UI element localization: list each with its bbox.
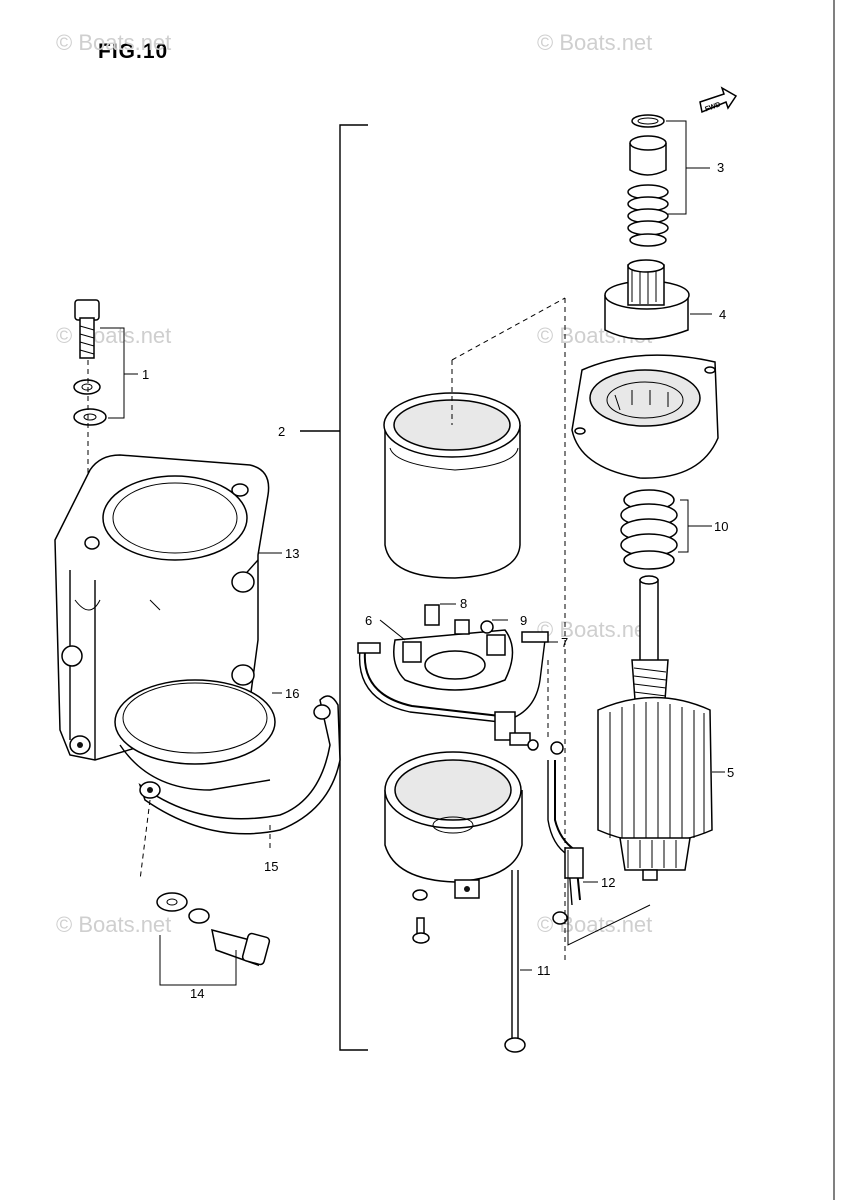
callout-14: 14 <box>190 986 204 1001</box>
callout-8: 8 <box>460 596 467 611</box>
callout-12: 12 <box>601 875 615 890</box>
armature <box>597 575 725 881</box>
callout-2: 2 <box>278 424 285 439</box>
assembly-bracket <box>300 124 368 1051</box>
callout-7: 7 <box>561 635 568 650</box>
callout-4: 4 <box>719 307 726 322</box>
front-housing <box>571 354 719 479</box>
through-bolt <box>504 870 532 1053</box>
yoke-cylinder <box>383 297 566 579</box>
callout-3: 3 <box>717 160 724 175</box>
bolt-washer-set <box>73 299 138 540</box>
brush-holder <box>357 603 558 751</box>
watermark: © Boats.net <box>537 617 653 642</box>
watermark: © Boats.net <box>56 30 172 55</box>
callout-5: 5 <box>727 765 734 780</box>
strap <box>138 695 341 850</box>
watermark: © Boats.net <box>56 912 172 937</box>
callout-1: 1 <box>142 367 149 382</box>
callout-10: 10 <box>714 519 728 534</box>
lower-bolt-set <box>139 799 271 986</box>
callout-6: 6 <box>365 613 372 628</box>
callout-9: 9 <box>520 613 527 628</box>
figure-title: FIG.10 <box>98 40 169 63</box>
end-frame <box>384 751 523 944</box>
spring-stack <box>620 489 712 570</box>
callout-13: 13 <box>285 546 299 561</box>
pinion-gear <box>604 259 712 340</box>
fwd-arrow-icon: FWD <box>699 86 738 113</box>
watermark: © Boats.net <box>56 323 172 348</box>
clamp-band <box>114 679 282 791</box>
callout-15: 15 <box>264 859 278 874</box>
watermark: © Boats.net <box>537 30 653 55</box>
callout-16: 16 <box>285 686 299 701</box>
stop-ring-set <box>564 114 710 960</box>
callout-11: 11 <box>537 963 551 978</box>
lead-wire <box>547 660 651 946</box>
